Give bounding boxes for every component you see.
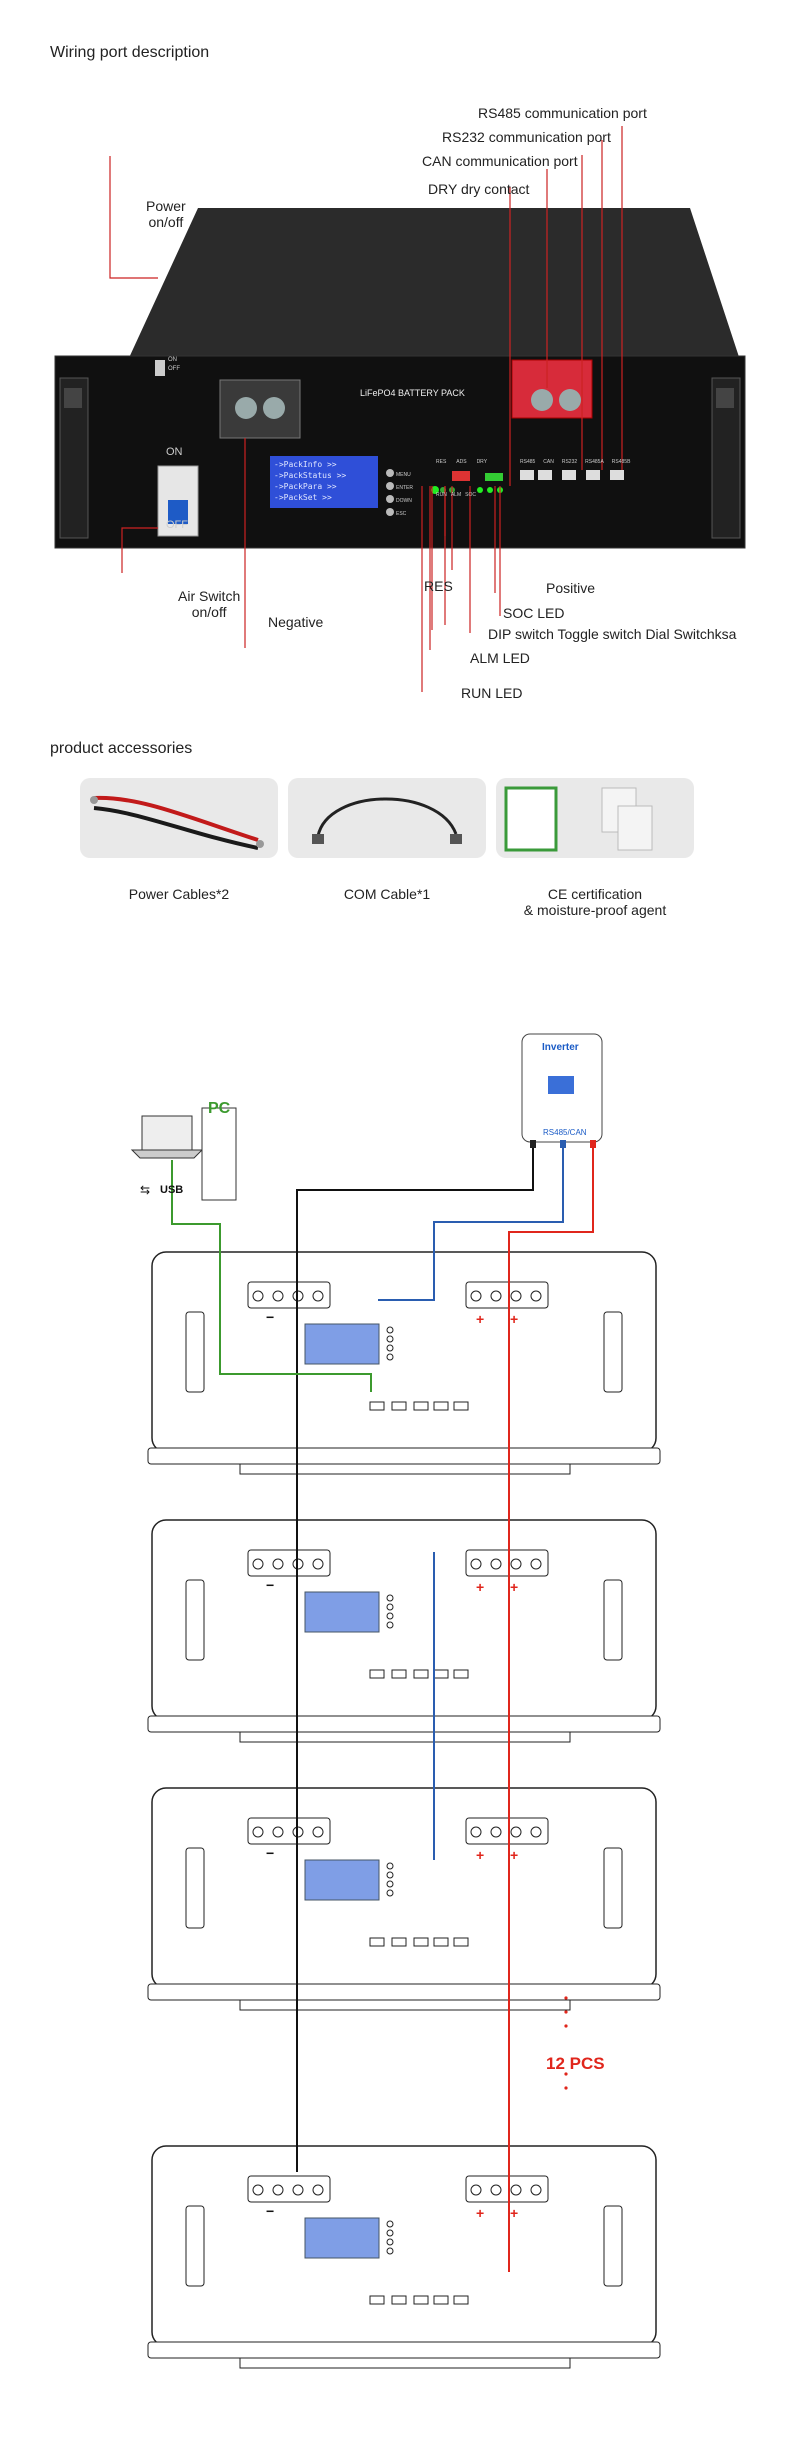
lcd-line: ->PackSet >>	[274, 493, 332, 502]
pc-label: PC	[208, 1100, 231, 1117]
enter-button-label: ENTER	[396, 485, 413, 491]
small-panel-labels: RES ADS DRY	[436, 459, 487, 465]
battery-module: − + +	[147, 1519, 661, 1743]
inverter-label: Inverter	[542, 1042, 579, 1053]
svg-text:+: +	[510, 2205, 518, 2221]
port-rs485b-label: RS485B	[611, 459, 631, 465]
svg-text:−: −	[266, 1845, 274, 1861]
callout-res: RES	[424, 578, 453, 594]
battery-module: − + +	[147, 1787, 661, 2011]
power-switch-off-label: OFF	[168, 366, 180, 372]
svg-text:+: +	[476, 1847, 484, 1863]
caption-power-cables: Power Cables*2	[128, 886, 230, 902]
callout-rs232: RS232 communication port	[442, 129, 611, 145]
lcd-line: ->PackPara >>	[274, 482, 337, 491]
svg-text:−: −	[266, 2203, 274, 2219]
lcd-line: ->PackInfo >>	[274, 460, 337, 469]
battery-module: − + +	[147, 1251, 661, 1475]
svg-text:+: +	[510, 1847, 518, 1863]
svg-text:−: −	[266, 1577, 274, 1593]
accessory-ce-cert	[496, 778, 694, 858]
port-rs485-label: RS485	[520, 459, 536, 465]
accessory-power-cables	[80, 778, 278, 858]
count-label: 12 PCS	[546, 2054, 605, 2073]
lcd-line: ->PackStatus >>	[274, 471, 347, 480]
callout-soc: SOC LED	[503, 605, 565, 621]
svg-text:+: +	[476, 1579, 484, 1595]
caption-ce-cert: CE certification & moisture-proof agent	[523, 886, 667, 918]
dry-small-label: DRY	[476, 459, 488, 465]
battery-module: − + +	[147, 2145, 661, 2369]
down-button-label: DOWN	[396, 498, 412, 504]
accessory-com-cable	[288, 778, 486, 858]
usb-label: USB	[160, 1184, 184, 1196]
led-small-labels: RUN ALM SOC	[436, 492, 476, 498]
alm-small-label: ALM	[450, 492, 462, 498]
svg-text:+: +	[476, 2205, 484, 2221]
battery-brand-label: LiFePO4 BATTERY PACK	[360, 388, 465, 398]
callout-positive: Positive	[546, 580, 596, 596]
port-rs232-label: RS232	[561, 459, 578, 465]
svg-text:+: +	[476, 1311, 484, 1327]
callout-dip: DIP switch Toggle switch Dial Switchksa	[488, 626, 737, 642]
panel-buttons-labels: MENU ENTER DOWN ESC	[396, 469, 413, 521]
callout-can: CAN communication port	[422, 153, 578, 169]
wiring-diagram: − + + − + + − + + − + +	[0, 1000, 790, 2434]
breaker-off-label: OFF	[166, 519, 188, 531]
callout-run: RUN LED	[461, 685, 523, 701]
res-small-label: RES	[436, 459, 447, 465]
esc-button-label: ESC	[396, 511, 407, 517]
port-rs485a-label: RS485A	[585, 459, 604, 465]
soc-small-label: SOC	[465, 492, 476, 498]
usb-icon: ⇆	[140, 1183, 151, 1197]
menu-button-label: MENU	[396, 472, 411, 478]
callout-air-switch: Air Switch on/off	[178, 588, 241, 620]
callout-dry: DRY dry contact	[428, 181, 530, 197]
svg-text:+: +	[510, 1579, 518, 1595]
battery-photo	[50, 88, 750, 728]
power-switch-on-label: ON	[168, 357, 177, 363]
ads-small-label: ADS	[456, 459, 467, 465]
section-title-accessories: product accessories	[50, 740, 193, 757]
callout-negative: Negative	[268, 614, 324, 630]
port-can-label: CAN	[543, 459, 554, 465]
svg-text:−: −	[266, 1309, 274, 1325]
inverter-port-label: RS485/CAN	[543, 1128, 587, 1137]
breaker-on-label: ON	[166, 446, 183, 458]
callout-power: Power on/off	[146, 198, 186, 230]
callout-alm: ALM LED	[470, 650, 530, 666]
caption-com-cable: COM Cable*1	[343, 886, 431, 902]
callout-rs485: RS485 communication port	[478, 105, 647, 121]
svg-text:+: +	[510, 1311, 518, 1327]
port-labels: RS485 CAN RS232 RS485A RS485B	[520, 459, 630, 465]
section-title-wiring: Wiring port description	[50, 44, 210, 61]
lcd-display: ->PackInfo >> ->PackStatus >> ->PackPara…	[274, 459, 378, 503]
run-small-label: RUN	[436, 492, 447, 498]
